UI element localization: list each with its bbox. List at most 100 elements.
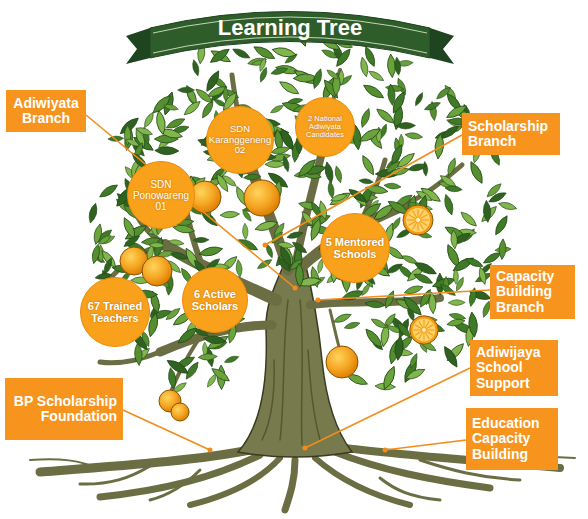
title-text: Learning Tree	[170, 14, 410, 42]
circle-shape	[296, 98, 355, 157]
leaf	[483, 200, 492, 222]
circle-text-holder: 2 National Adiwiyata Candidates	[295, 97, 355, 157]
leaf	[418, 288, 434, 309]
branch-text: BP Scholarship Foundation	[11, 394, 117, 425]
leaf	[405, 132, 424, 141]
leaf	[235, 259, 243, 277]
orange-fruit	[326, 346, 358, 378]
leaf	[311, 68, 324, 90]
circle-text-holder: 67 Trained Teachers	[80, 277, 150, 347]
leaf	[254, 219, 279, 233]
leader-dot	[263, 243, 268, 248]
leaf	[271, 46, 297, 60]
root	[285, 460, 295, 510]
branch-text: Adiwiyata Branch	[12, 96, 80, 127]
leaf	[125, 137, 141, 148]
stat-text: SDN Ponowareng 01	[132, 179, 190, 212]
leaf	[194, 87, 214, 106]
leaf	[367, 69, 385, 83]
fruit-stem	[330, 310, 340, 350]
leaf	[441, 344, 460, 369]
rootlet	[80, 466, 150, 484]
leaf	[237, 237, 260, 253]
leaf	[208, 46, 231, 65]
leaf	[163, 103, 179, 112]
leaf	[323, 161, 335, 184]
leader-line	[305, 368, 470, 448]
rootlet	[380, 478, 440, 500]
leaf	[422, 161, 428, 176]
leaf	[102, 257, 114, 276]
leaf	[468, 312, 479, 338]
leader-line	[385, 440, 466, 450]
title-ribbon	[150, 12, 430, 59]
leaf	[90, 244, 101, 265]
leaf	[360, 154, 377, 177]
leader-dot	[208, 448, 213, 453]
leaf	[155, 110, 167, 136]
circle-text-holder: SDN Ponowareng 01	[127, 161, 195, 229]
leaf	[142, 111, 156, 129]
leaf	[155, 147, 179, 155]
leaf	[423, 100, 441, 112]
leaf	[404, 366, 426, 382]
leaf	[334, 165, 344, 183]
rootlet	[30, 459, 100, 469]
leaf	[453, 269, 458, 285]
leaf	[270, 66, 288, 76]
leaf	[281, 155, 290, 172]
circle-shape	[81, 278, 150, 347]
orange-fruit	[244, 180, 280, 216]
circle-shape	[321, 214, 390, 283]
leaf	[413, 91, 424, 107]
leaf	[383, 289, 397, 309]
leaf	[401, 253, 419, 265]
leaf	[332, 312, 352, 325]
leaf	[198, 245, 223, 258]
stat-circle: 6 Active Scholars	[182, 267, 248, 333]
leaf	[445, 185, 463, 193]
leaf	[435, 85, 452, 101]
orange-fruit	[142, 256, 172, 286]
leaf	[193, 237, 209, 243]
leaf	[459, 210, 479, 229]
leaf	[401, 294, 424, 318]
leaf	[149, 242, 165, 248]
branch-label: Adiwiyata Branch	[6, 90, 86, 132]
leaf	[439, 282, 457, 298]
leaf	[384, 182, 402, 189]
leaf	[168, 239, 184, 247]
leaf	[493, 214, 511, 237]
leaf	[327, 181, 335, 199]
leaf	[365, 184, 389, 195]
leaf	[269, 103, 284, 114]
stat-text: 67 Trained Teachers	[85, 300, 145, 324]
leaf	[291, 240, 309, 255]
circle-text-holder: SDN Karanggeneng 02	[206, 106, 274, 174]
leaf	[278, 245, 294, 268]
leaf	[485, 181, 503, 199]
orange-slice	[403, 205, 433, 235]
leaf	[295, 263, 304, 287]
leaf	[182, 99, 202, 118]
leaf	[464, 256, 484, 269]
leaf	[394, 57, 402, 76]
stat-circle: SDN Ponowareng 01	[127, 161, 195, 229]
leaf	[359, 178, 374, 185]
leaf	[265, 161, 286, 168]
leaf	[325, 68, 340, 81]
branch-text: Education Capacity Building	[472, 416, 552, 462]
root	[190, 458, 280, 505]
leaf	[170, 250, 189, 261]
stat-circle: SDN Karanggeneng 02	[206, 106, 274, 174]
stat-text: SDN Karanggeneng 02	[209, 124, 271, 155]
stat-circle: 2 National Adiwiyata Candidates	[295, 97, 355, 157]
leaf	[362, 82, 386, 101]
bark-line	[308, 350, 320, 440]
ribbon-tail	[430, 28, 454, 64]
leader-lines	[86, 115, 490, 450]
leaf	[270, 145, 290, 155]
branch-label: Scholarship Branch	[462, 113, 560, 155]
branch-label: Adiwijaya School Support	[470, 340, 558, 396]
leaf	[334, 47, 353, 69]
